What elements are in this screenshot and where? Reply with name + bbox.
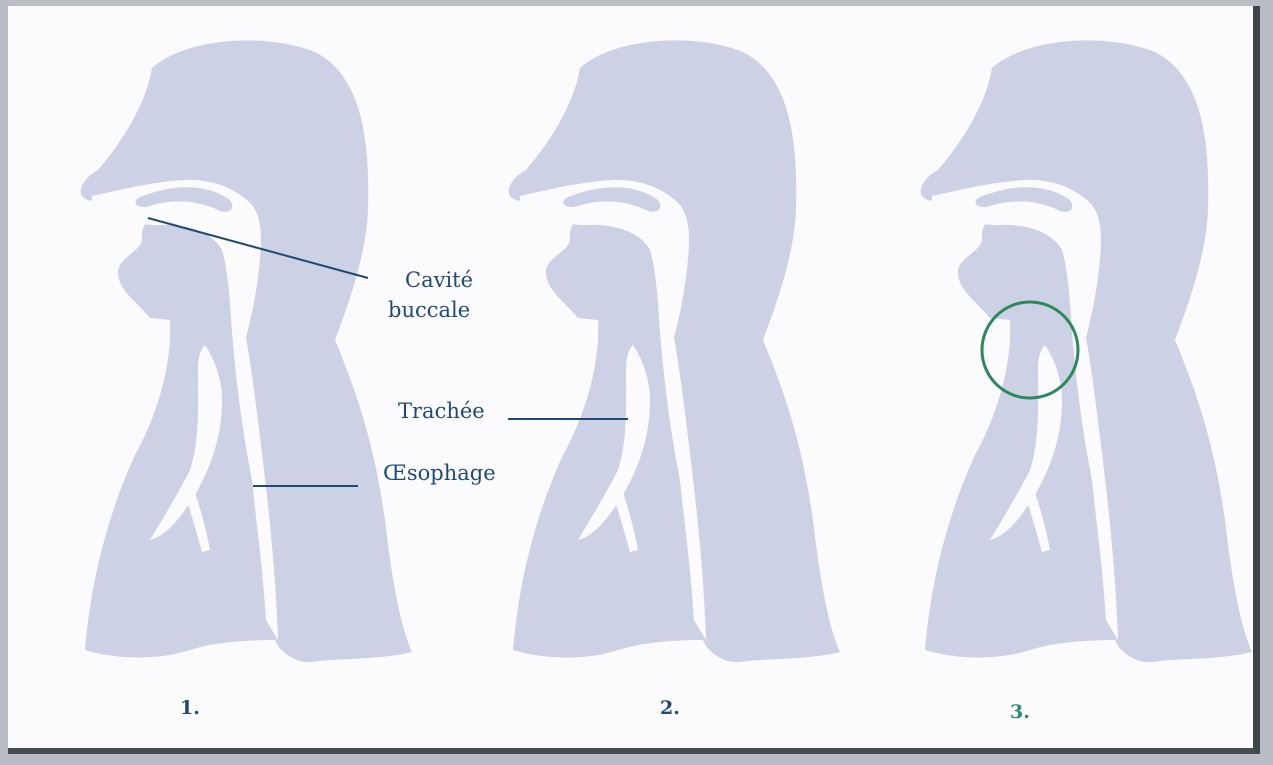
head-silhouette-3 — [921, 40, 1252, 662]
head-silhouette-2 — [509, 40, 840, 662]
head-silhouette-1 — [81, 40, 412, 662]
stage-number-2: 2. — [660, 697, 680, 719]
stage-number-1: 1. — [180, 697, 200, 719]
stage-number-3: 3. — [1010, 701, 1030, 723]
cavity-label-line2: buccale — [388, 298, 470, 322]
trachea-label: Trachée — [398, 399, 485, 423]
cavity-label-line1: Cavité — [405, 268, 473, 292]
esophagus-label: Œsophage — [383, 461, 496, 485]
